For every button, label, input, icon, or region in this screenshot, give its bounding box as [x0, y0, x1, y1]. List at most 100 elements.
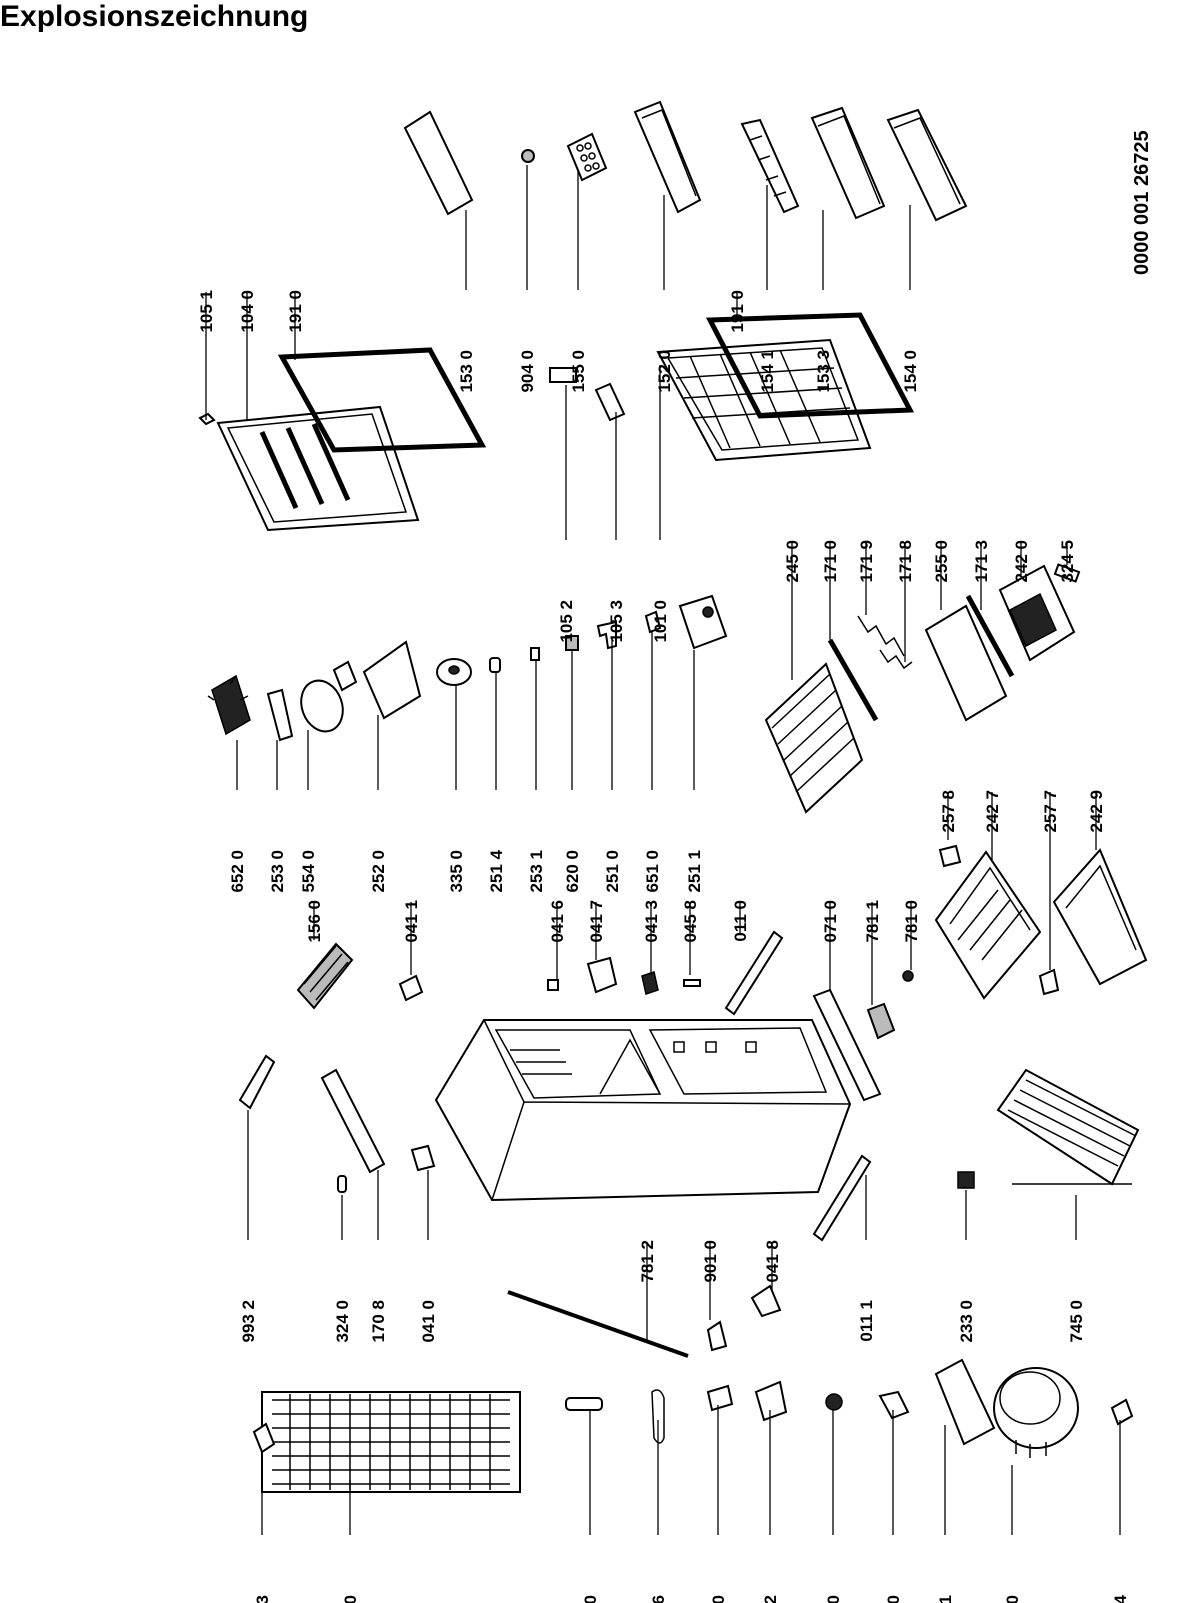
part-253-0: [266, 688, 294, 742]
part-door-bin-154-0: [886, 108, 968, 222]
part-door-bin-152-0: [633, 100, 702, 214]
part-knob-904-0: [521, 149, 535, 163]
part-number-label: 257 7: [1041, 790, 1060, 833]
part-compressor-402-0: [993, 1367, 1079, 1458]
part-number-label: 252 0: [369, 850, 388, 893]
part-number-label: 171 9: [857, 540, 876, 583]
part-number-label: 620 0: [563, 850, 582, 893]
part-cabinet: [434, 1019, 852, 1202]
part-number-label: 191 0: [728, 290, 747, 333]
part-number-label: 614 0: [824, 1595, 843, 1603]
part-number-label: 651 0: [643, 850, 662, 893]
part-783-6: [651, 1389, 665, 1444]
part-041-6: [547, 979, 559, 991]
part-764-0: [565, 1397, 603, 1411]
part-number-label: 071 0: [821, 900, 840, 943]
part-number-label: 041 3: [642, 900, 661, 943]
part-number-label: 402 4: [1111, 1594, 1130, 1603]
part-drawer-242-7: [934, 850, 1042, 1000]
part-number-label: 242 9: [1087, 790, 1106, 833]
part-freezer-door-104-0: [216, 405, 420, 532]
part-number-label: 253 0: [268, 850, 287, 893]
part-condenser-745-0: [996, 1068, 1140, 1186]
part-number-label: 153 0: [457, 350, 476, 393]
part-number-label: 041 0: [419, 1300, 438, 1343]
part-evaporator-740-0: [261, 1391, 521, 1493]
part-rail-011-1: [812, 1154, 872, 1242]
part-number-label: 104 0: [238, 290, 257, 333]
part-253-1: [530, 647, 540, 661]
part-rod-781-2: [507, 1290, 689, 1358]
part-tray-156-0: [296, 942, 354, 1010]
part-number-label: 493 0: [709, 1595, 728, 1603]
part-number-label: 105 3: [607, 600, 626, 643]
part-wire-shelf-245-0: [764, 662, 864, 814]
part-402-1: [934, 1358, 996, 1446]
part-257-7: [1038, 968, 1060, 996]
part-number-label: 904 0: [518, 350, 537, 393]
part-041-0: [410, 1144, 436, 1172]
parts-drawings: [198, 100, 1148, 1493]
part-thermostat-652-0: [207, 674, 251, 736]
part-number-label: 324 5: [1058, 540, 1077, 583]
part-egg-tray-155-0: [566, 132, 608, 182]
part-number-label: 101 0: [651, 600, 670, 643]
part-number-label: 554 0: [299, 850, 318, 893]
part-number-label: 781 0: [902, 900, 921, 943]
part-045-8: [683, 979, 701, 987]
part-781-1: [866, 1002, 896, 1040]
part-bottle-rack-154-1: [740, 118, 800, 214]
part-door-shelf-153-3: [810, 106, 886, 220]
part-number-label: 781 1: [863, 900, 882, 943]
part-number-label: 781 2: [638, 1240, 657, 1283]
part-number-label: 324 0: [333, 1300, 352, 1343]
part-781-0: [902, 970, 914, 982]
part-number-label: 740 3: [253, 1595, 272, 1603]
part-number-label: 783 6: [649, 1595, 668, 1603]
part-257-8: [938, 844, 962, 868]
document-number: 0000 001 26725: [1131, 130, 1153, 275]
part-number-label: 171 3: [972, 540, 991, 583]
part-233-0: [957, 1171, 975, 1189]
part-number-label: 402 0: [1003, 1595, 1022, 1603]
part-number-label: 153 3: [814, 350, 833, 393]
part-number-label: 155 0: [569, 350, 588, 393]
part-number-label: 764 0: [581, 1595, 600, 1603]
part-number-label: 154 0: [901, 350, 920, 393]
part-number-label: 105 1: [197, 290, 216, 333]
part-lamp-housing-252-0: [362, 640, 422, 720]
part-171-3: [965, 594, 1015, 678]
part-number-label: 257 8: [939, 790, 958, 833]
part-shelf-trim-171-0: [827, 638, 879, 722]
part-control-box-251-1: [678, 594, 728, 650]
part-rail-011-0: [724, 930, 784, 1016]
part-number-label: 255 0: [932, 540, 951, 583]
part-number-label: 251 0: [603, 850, 622, 893]
part-gasket-191-0-lower: [705, 312, 915, 419]
part-number-label: 045 8: [681, 900, 700, 943]
part-number-label: 152 0: [655, 350, 674, 393]
part-number-label: 171 0: [821, 540, 840, 583]
part-901-0: [706, 1320, 728, 1352]
part-number-label: 191 0: [286, 290, 305, 333]
part-993-2: [238, 1054, 276, 1110]
part-041-8: [750, 1284, 782, 1318]
part-number-label: 154 1: [758, 350, 777, 393]
part-number-label: 242 0: [1012, 540, 1031, 583]
part-number-label: 740 0: [341, 1595, 360, 1603]
part-callouts: 105 1 104 0 191 0 153 0 904 0 155 0 152 0 191 0…: [197, 165, 1130, 1603]
part-freezer-drawer-242-0: [998, 564, 1076, 662]
part-041-7: [586, 956, 618, 994]
part-number-label: 561 2: [761, 1595, 780, 1603]
part-324-0: [337, 1175, 347, 1193]
page-title: Explosionszeichnung: [0, 0, 309, 33]
part-number-label: 041 1: [402, 900, 421, 943]
part-number-label: 245 0: [783, 540, 802, 583]
part-number-label: 745 0: [1067, 1300, 1086, 1343]
part-number-label: 901 0: [701, 1240, 720, 1283]
part-number-label: 171 8: [896, 540, 915, 583]
part-hinge-105-2: [549, 367, 577, 383]
part-171-9: [857, 615, 905, 657]
part-drawer-242-9: [1052, 848, 1148, 986]
part-lamp-554-0: [300, 660, 358, 733]
